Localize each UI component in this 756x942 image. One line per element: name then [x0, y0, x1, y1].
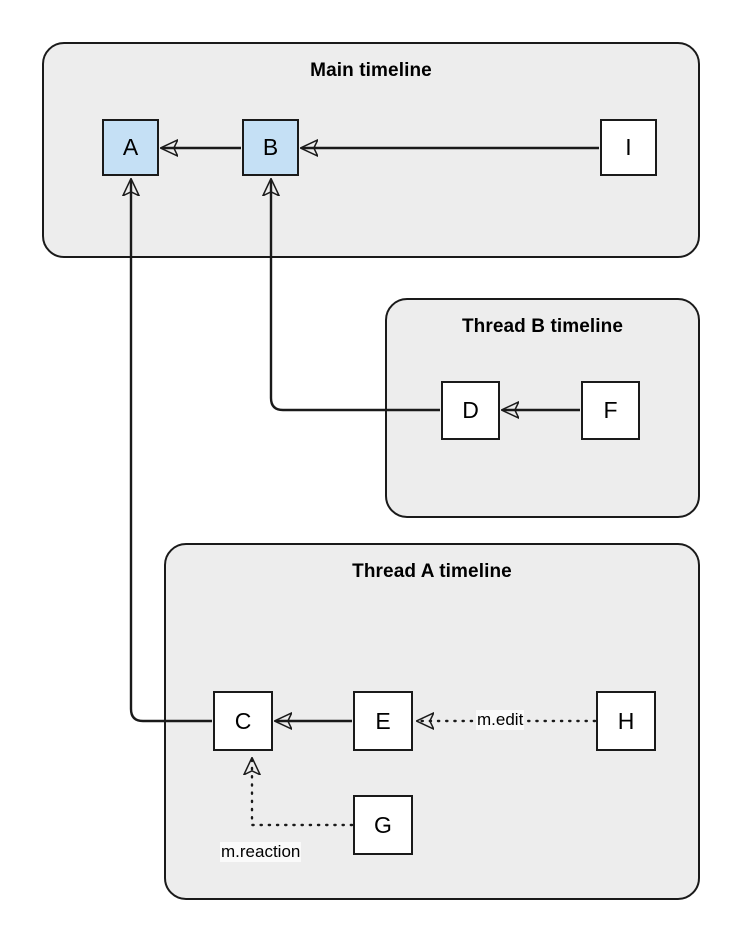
- node-d-label: D: [462, 397, 479, 423]
- node-i[interactable]: I: [600, 119, 657, 176]
- node-e-label: E: [375, 707, 391, 734]
- edge-label-m-edit: m.edit: [476, 710, 525, 730]
- node-g-label: G: [374, 811, 392, 838]
- group-title-main-timeline: Main timeline: [310, 60, 432, 81]
- node-h-label: H: [617, 707, 635, 734]
- node-e[interactable]: E: [353, 691, 413, 751]
- node-c[interactable]: C: [213, 691, 273, 751]
- node-i-label: I: [625, 134, 632, 160]
- node-h[interactable]: H: [596, 691, 656, 751]
- group-title-thread-b-timeline: Thread B timeline: [461, 316, 624, 337]
- node-a-label: A: [122, 134, 139, 160]
- node-b[interactable]: B: [242, 119, 299, 176]
- group-thread-b-timeline: Thread B timeline: [385, 298, 700, 518]
- node-a[interactable]: A: [102, 119, 159, 176]
- node-c-label: C: [234, 707, 252, 734]
- node-f[interactable]: F: [581, 381, 640, 440]
- node-g[interactable]: G: [353, 795, 413, 855]
- node-d[interactable]: D: [441, 381, 500, 440]
- node-b-label: B: [262, 134, 279, 160]
- group-title-thread-a-timeline: Thread A timeline: [352, 561, 512, 582]
- edge-label-m-reaction: m.reaction: [220, 842, 302, 862]
- node-f-label: F: [603, 397, 618, 423]
